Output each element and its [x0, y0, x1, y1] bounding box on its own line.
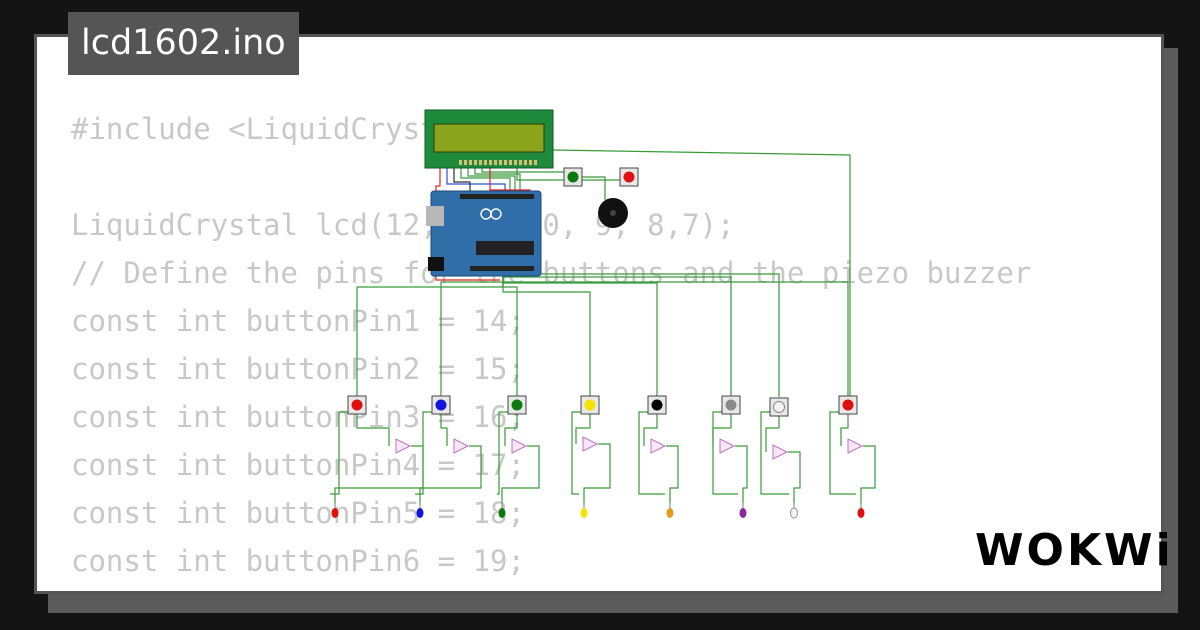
- wire: [474, 165, 521, 194]
- code-line: const int buttonPin4 = 17;: [71, 448, 525, 482]
- logic-gate-icon: [650, 438, 667, 454]
- wire: [502, 276, 518, 397]
- wire: [666, 445, 679, 508]
- button-cap: [435, 399, 447, 411]
- wire: [497, 411, 513, 495]
- led: [498, 508, 506, 518]
- wire: [583, 443, 611, 508]
- button-cap: [567, 171, 579, 183]
- button-cap: [511, 399, 523, 411]
- wire: [571, 411, 586, 495]
- lcd-pin: [494, 160, 497, 165]
- lcd-pin: [479, 160, 482, 165]
- digital-header: [460, 194, 534, 199]
- wire: [446, 165, 506, 194]
- logic-gate-icon: [847, 438, 864, 454]
- wire: [516, 165, 620, 181]
- wire: [735, 445, 748, 508]
- lcd-pin: [519, 160, 522, 165]
- wire: [788, 451, 801, 508]
- components: [331, 109, 865, 519]
- led: [739, 508, 747, 518]
- arduino-board: [430, 190, 542, 277]
- led: [580, 508, 588, 518]
- button-cap: [351, 399, 363, 411]
- logic-gate-icon: [719, 438, 736, 454]
- wire: [334, 445, 424, 508]
- led: [857, 508, 865, 518]
- logic-gate-icon: [511, 438, 528, 454]
- arduino-logo-icon: [490, 208, 502, 220]
- lcd-pin: [474, 160, 477, 165]
- wire: [765, 412, 780, 452]
- logic-gate-icon: [582, 436, 599, 452]
- lcd-pin: [504, 160, 507, 165]
- wire: [840, 412, 849, 446]
- wire: [638, 411, 665, 495]
- wire: [502, 276, 658, 397]
- lcd-pin: [484, 160, 487, 165]
- wire: [829, 411, 856, 495]
- wire: [440, 412, 448, 446]
- wire: [582, 176, 606, 200]
- led: [790, 507, 798, 519]
- wire: [502, 276, 732, 397]
- wire: [435, 165, 500, 281]
- led: [416, 508, 424, 518]
- led: [666, 508, 674, 518]
- logic-gate-icon: [453, 438, 470, 454]
- lcd-pin: [469, 160, 472, 165]
- wire: [860, 445, 876, 508]
- code-line: const int buttonPin2 = 15;: [71, 352, 525, 386]
- lcd-pin: [459, 160, 462, 165]
- lcd-pin: [509, 160, 512, 165]
- led: [331, 508, 339, 518]
- mcu-chip: [476, 241, 534, 255]
- wire: [453, 165, 471, 194]
- wire: [504, 412, 518, 446]
- button-cap: [651, 399, 663, 411]
- wire: [502, 276, 849, 397]
- usb-port: [426, 206, 444, 226]
- button-cap: [725, 399, 737, 411]
- analog-header: [470, 266, 534, 271]
- wire: [643, 412, 658, 446]
- wire: [330, 411, 353, 495]
- lcd-pin: [534, 160, 537, 165]
- wire: [356, 276, 504, 397]
- file-title: lcd1602.ino: [68, 12, 299, 75]
- code-line: const int buttonPin6 = 19;: [71, 544, 525, 578]
- wire: [501, 445, 540, 508]
- wire: [419, 445, 482, 508]
- code-line: const int buttonPin3 = 16;: [71, 400, 525, 434]
- wire: [575, 412, 591, 444]
- lcd-pin: [489, 160, 492, 165]
- wire: [467, 165, 516, 194]
- power-jack: [428, 257, 444, 271]
- logic-gate-icon: [772, 444, 789, 460]
- logic-gate-icon: [395, 438, 412, 454]
- wire: [540, 149, 851, 400]
- wire: [712, 411, 738, 495]
- lcd-screen: [433, 123, 545, 153]
- code-line: const int buttonPin1 = 14;: [71, 304, 525, 338]
- buzzer-hole: [610, 210, 616, 216]
- lcd-pin: [499, 160, 502, 165]
- wire: [460, 165, 511, 194]
- wire: [415, 411, 437, 495]
- wire: [502, 276, 591, 397]
- button-cap: [584, 399, 596, 411]
- lcd-pin: [524, 160, 527, 165]
- lcd-pin: [529, 160, 532, 165]
- button-cap: [773, 401, 785, 413]
- lcd-pin: [464, 160, 467, 165]
- button-cap: [842, 399, 854, 411]
- wire: [760, 411, 789, 495]
- wire: [356, 412, 390, 446]
- wire: [440, 276, 504, 397]
- wokwi-logo: WOKWi: [975, 525, 1174, 576]
- button-cap: [623, 171, 635, 183]
- lcd-pin: [514, 160, 517, 165]
